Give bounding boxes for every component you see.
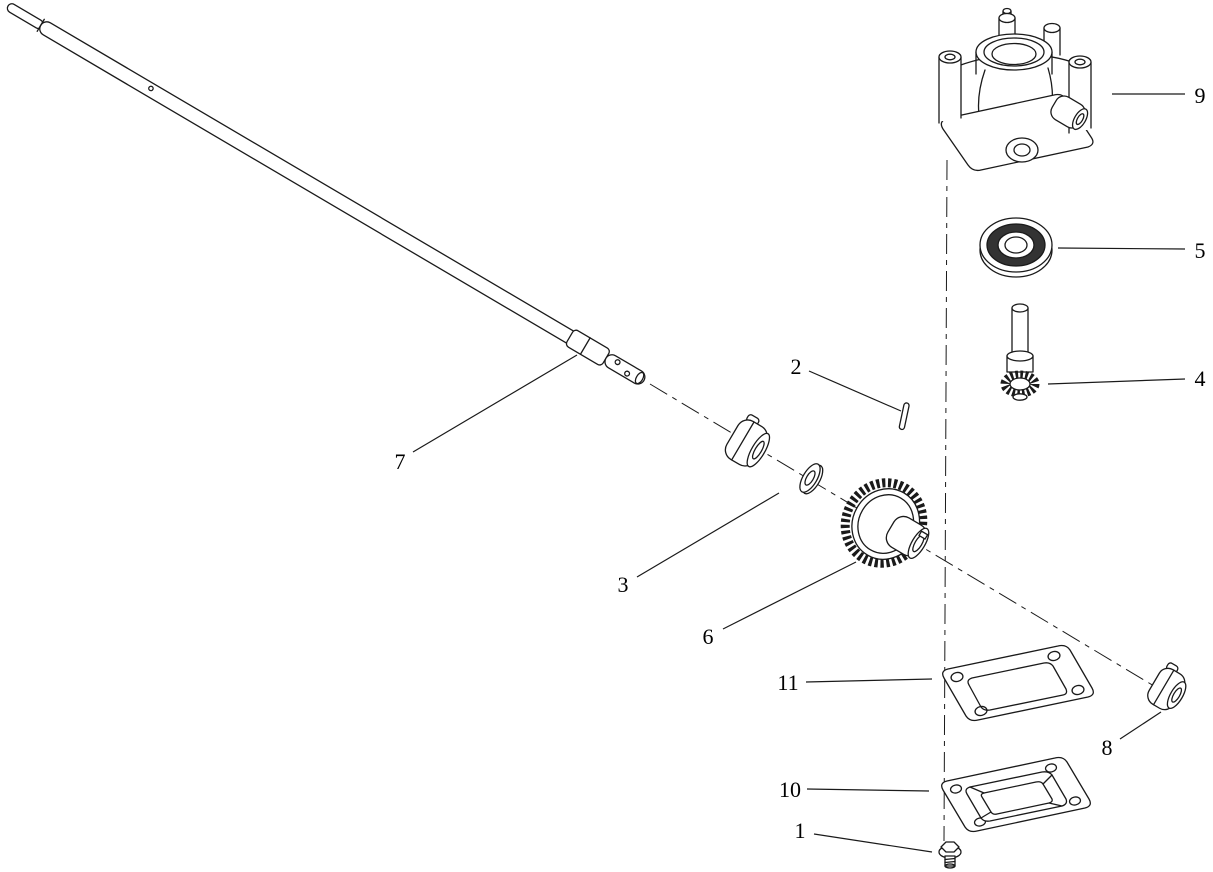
cover-bolt-hole: [1068, 796, 1082, 806]
leader-4: [1047, 378, 1186, 385]
bolt-hex-head: [940, 841, 960, 853]
callout-labels: 1 2 3 4 5 6 7 8 9 10 11: [395, 83, 1206, 843]
callout-1: 1: [795, 818, 806, 843]
part-1-bolt: [938, 841, 962, 869]
leader-5: [1057, 247, 1186, 250]
leader-8: [1119, 711, 1162, 740]
housing-side-boss: [1050, 95, 1089, 131]
leader-2: [808, 370, 902, 412]
leader-7: [412, 354, 578, 453]
bushing-bore: [751, 440, 765, 460]
washer-bore: [804, 470, 816, 486]
callout-11: 11: [777, 670, 798, 695]
callout-3: 3: [618, 572, 629, 597]
shaft-end-hole: [624, 370, 631, 377]
part-2-pin: [898, 402, 910, 431]
part-11-gasket: [942, 644, 1094, 722]
hub-keyway: [918, 530, 929, 540]
leader-lines: [412, 93, 1186, 853]
callout-10: 10: [779, 777, 801, 802]
bolt-thread: [944, 860, 956, 864]
bushing-bore: [1171, 687, 1183, 703]
bolt-thread: [944, 857, 956, 861]
callout-5: 5: [1195, 238, 1206, 263]
washer: [799, 463, 824, 495]
gasket-bolt-hole: [1047, 650, 1061, 662]
cover-bolt-hole: [949, 784, 963, 794]
bearing-bore: [1004, 236, 1028, 254]
callout-7: 7: [395, 449, 406, 474]
part-5-bearing: [979, 217, 1053, 278]
leader-11: [805, 678, 933, 683]
gasket-bolt-hole: [974, 705, 988, 717]
gasket-bolt-hole: [950, 671, 964, 683]
part-3-bushing: [724, 414, 771, 468]
housing-front-saddle: [1005, 137, 1039, 163]
part-8-bushing: [1147, 662, 1187, 711]
leader-6: [722, 561, 857, 630]
callout-9: 9: [1195, 83, 1206, 108]
leader-3: [636, 492, 780, 578]
leader-1: [813, 833, 933, 853]
callout-2: 2: [791, 354, 802, 379]
shaft-end-hole: [614, 359, 621, 366]
housing-boss-front-left: [938, 50, 962, 124]
callout-6: 6: [703, 624, 714, 649]
part-7-shaft: [6, 3, 646, 385]
callout-4: 4: [1195, 366, 1206, 391]
leader-10: [806, 788, 930, 792]
cover-bolt-hole: [1044, 763, 1058, 773]
centerline-shaft-axis: [649, 383, 1155, 687]
part-9-gear-housing: [938, 7, 1094, 172]
part-6-bevel-gear: [840, 478, 930, 568]
shaft-collar: [565, 329, 610, 366]
part-4-pinion-shaft: [1000, 303, 1040, 401]
gasket-opening: [967, 662, 1068, 711]
shaft-pin-hole: [148, 85, 154, 92]
pinion-shaft-body: [1011, 307, 1029, 355]
part-10-cover: [941, 756, 1091, 833]
gasket-bolt-hole: [1071, 684, 1085, 696]
pinion-gear-teeth: [1000, 370, 1040, 398]
centerline-vertical: [943, 159, 948, 842]
housing-center-bore: [975, 33, 1053, 75]
callout-8: 8: [1102, 735, 1113, 760]
